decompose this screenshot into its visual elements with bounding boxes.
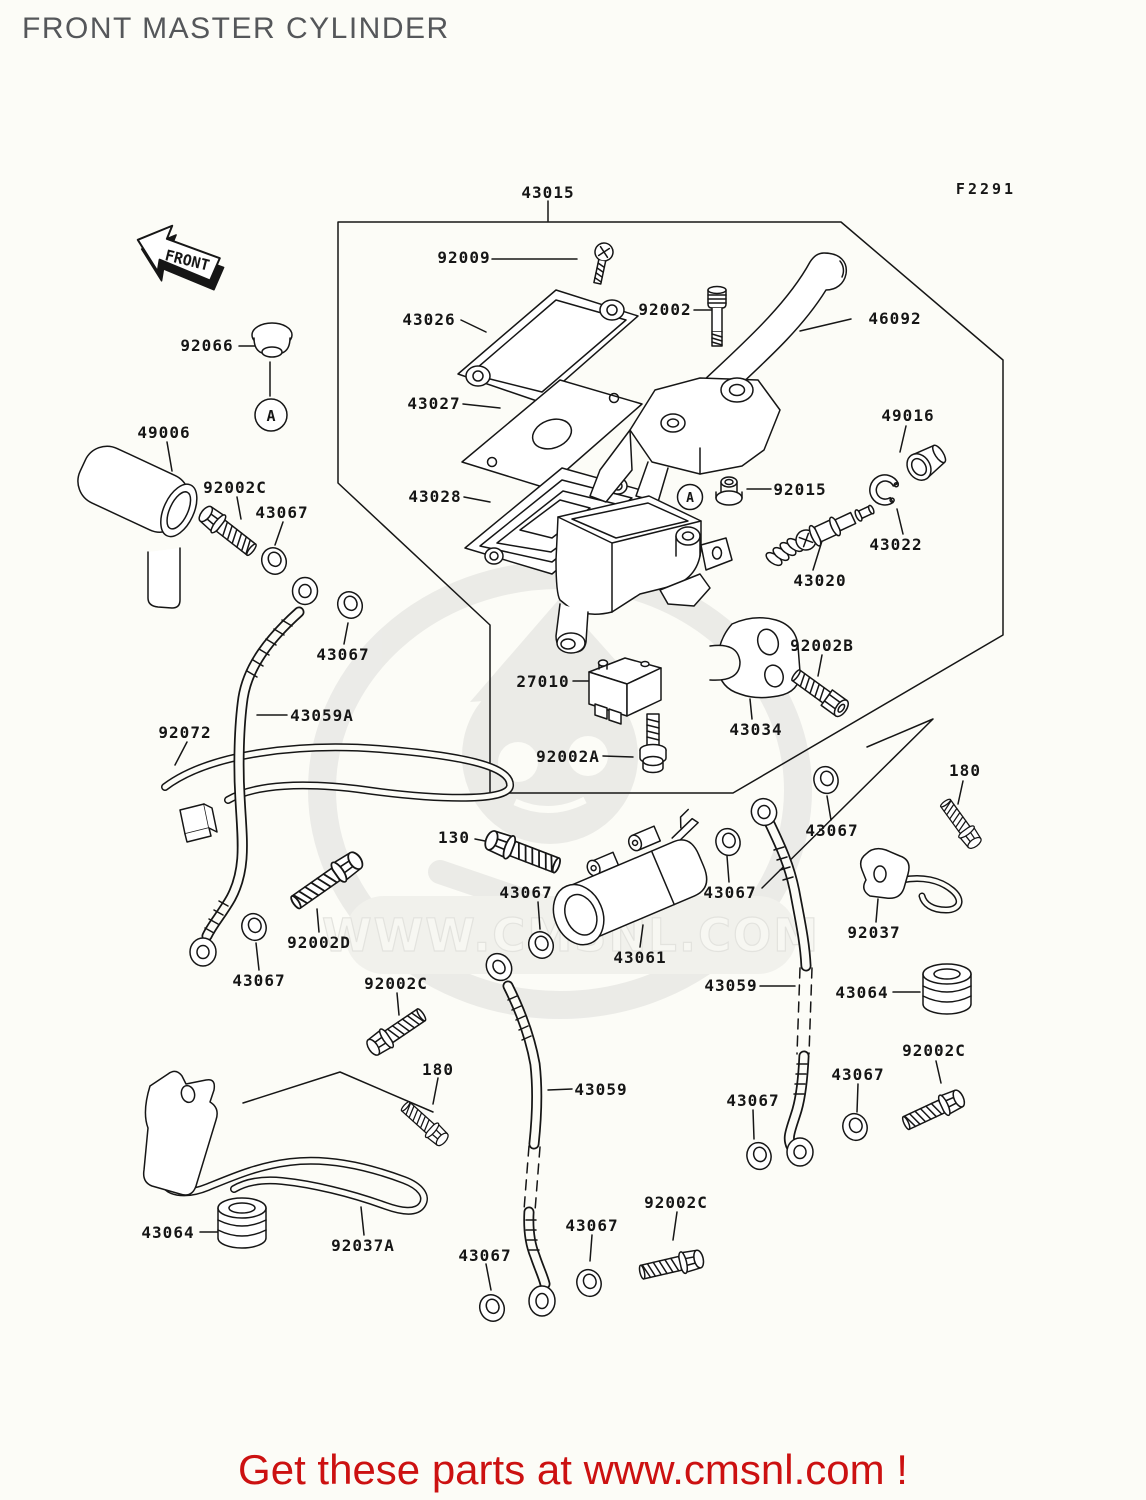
part-label-43067-43[interactable]: 43067	[458, 1246, 512, 1265]
part-label-43067-23[interactable]: 43067	[805, 821, 859, 840]
part-label-43028-11[interactable]: 43028	[408, 487, 462, 506]
part-label-92009-1[interactable]: 92009	[437, 248, 491, 267]
piston-43020-drawing	[765, 504, 875, 567]
part-label-43020-14[interactable]: 43020	[793, 571, 847, 590]
cap-43026-drawing	[457, 289, 639, 403]
guide-92072-drawing	[161, 743, 514, 843]
bolt-92002c-3-drawing	[898, 1085, 969, 1135]
bolt-92002-drawing	[707, 285, 727, 347]
part-label-43067-12[interactable]: 43067	[255, 503, 309, 522]
part-label-180-22[interactable]: 180	[949, 761, 981, 780]
part-label-43034-19[interactable]: 43034	[729, 720, 783, 739]
bolt-92002b-drawing	[791, 669, 849, 718]
bushing-92015-drawing	[715, 476, 743, 506]
part-label-92002C-34[interactable]: 92002C	[902, 1041, 966, 1060]
part-label-43061-29[interactable]: 43061	[613, 948, 667, 967]
part-label-43064-33[interactable]: 43064	[835, 983, 889, 1002]
part-label-43059A-18[interactable]: 43059A	[290, 706, 354, 725]
cap-92066-drawing	[251, 322, 293, 358]
bracket-92037-drawing	[859, 847, 963, 914]
part-label-49006-8[interactable]: 49006	[137, 423, 191, 442]
svg-text:A: A	[686, 491, 694, 506]
hose-43059-right-drawing	[750, 797, 814, 1167]
washer-43067-6-drawing	[712, 825, 744, 859]
switch-27010-drawing	[588, 657, 662, 725]
master-cylinder-body-drawing	[555, 495, 733, 654]
bolt-92002c-4-drawing	[636, 1246, 707, 1285]
part-label-43067-36[interactable]: 43067	[831, 1065, 885, 1084]
washer-43067-7-drawing	[838, 1109, 872, 1145]
part-label-43067-16[interactable]: 43067	[316, 645, 370, 664]
part-label-92037-27[interactable]: 92037	[847, 923, 901, 942]
washer-43067-9-drawing	[474, 1289, 510, 1327]
part-label-92002B-15[interactable]: 92002B	[790, 636, 854, 655]
part-label-43026-4[interactable]: 43026	[402, 310, 456, 329]
part-label-43064-41[interactable]: 43064	[141, 1223, 195, 1242]
cmsnl-banner-link[interactable]: Get these parts at www.cmsnl.com !	[238, 1446, 908, 1493]
part-label-43027-6[interactable]: 43027	[407, 394, 461, 413]
washer-43067-3-drawing	[810, 763, 842, 797]
bolt-92002c-1-drawing	[194, 501, 261, 561]
part-label-130-24[interactable]: 130	[438, 828, 470, 847]
part-label-92002-2[interactable]: 92002	[638, 300, 692, 319]
part-label-92066-5[interactable]: 92066	[180, 336, 234, 355]
part-label-43022-13[interactable]: 43022	[869, 535, 923, 554]
damper-43064-left-drawing	[217, 1197, 267, 1249]
front-direction-arrow: FRONT	[136, 224, 225, 291]
part-label-92002A-21[interactable]: 92002A	[536, 747, 600, 766]
inset-box-outline	[337, 221, 1004, 794]
boot-49006-drawing	[77, 445, 198, 609]
hose-43059-center-drawing	[485, 952, 556, 1317]
diagram-code: F2291	[955, 180, 1017, 198]
bolt-180-2-drawing	[397, 1097, 452, 1150]
bolt-92002c-2-drawing	[362, 1003, 431, 1060]
part-label-43067-25[interactable]: 43067	[499, 883, 553, 902]
part-label-43059-37[interactable]: 43059	[574, 1080, 628, 1099]
part-label-180-35[interactable]: 180	[422, 1060, 454, 1079]
part-label-92072-20[interactable]: 92072	[158, 723, 212, 742]
washer-43067-2-drawing	[332, 586, 368, 624]
bolt-180-1-drawing	[936, 795, 985, 853]
part-label-92002D-28[interactable]: 92002D	[287, 933, 351, 952]
cylinder-43061-drawing	[552, 808, 708, 946]
clamp-43034-drawing	[709, 617, 801, 699]
part-label-92037A-42[interactable]: 92037A	[331, 1236, 395, 1255]
circlip-43022-drawing	[869, 474, 899, 506]
part-label-43059-32[interactable]: 43059	[704, 976, 758, 995]
washer-43067-1-drawing	[256, 542, 292, 580]
washer-43067-4-drawing	[237, 909, 271, 945]
washer-43067-8-drawing	[743, 1139, 775, 1173]
callout-a-1: A	[254, 398, 288, 432]
page-title: FRONT MASTER CYLINDER	[22, 12, 450, 45]
lever-46092-drawing	[589, 252, 848, 503]
screw-92009-drawing	[593, 242, 614, 285]
grommet-49016-drawing	[906, 444, 947, 481]
part-label-43067-40[interactable]: 43067	[565, 1216, 619, 1235]
plate-43027-drawing	[461, 379, 643, 489]
part-label-43067-30[interactable]: 43067	[232, 971, 286, 990]
bracket-92037a-drawing	[142, 1070, 428, 1215]
part-label-92002C-9[interactable]: 92002C	[203, 478, 267, 497]
part-label-49016-7[interactable]: 49016	[881, 406, 935, 425]
hose-43059a-drawing	[189, 576, 319, 967]
svg-text:A: A	[266, 407, 275, 425]
damper-43064-right-drawing	[922, 963, 972, 1015]
part-label-43067-26[interactable]: 43067	[703, 883, 757, 902]
part-label-92002C-31[interactable]: 92002C	[364, 974, 428, 993]
part-label-46092-3[interactable]: 46092	[868, 309, 922, 328]
part-label-27010-17[interactable]: 27010	[516, 672, 570, 691]
washer-43067-10-drawing	[572, 1265, 606, 1301]
callout-a-2: A	[676, 483, 704, 511]
part-label-43067-38[interactable]: 43067	[726, 1091, 780, 1110]
part-label-43015-0[interactable]: 43015	[521, 183, 575, 202]
part-label-92002C-39[interactable]: 92002C	[644, 1193, 708, 1212]
part-label-92015-10[interactable]: 92015	[773, 480, 827, 499]
bolt-92002a-drawing	[639, 713, 667, 774]
